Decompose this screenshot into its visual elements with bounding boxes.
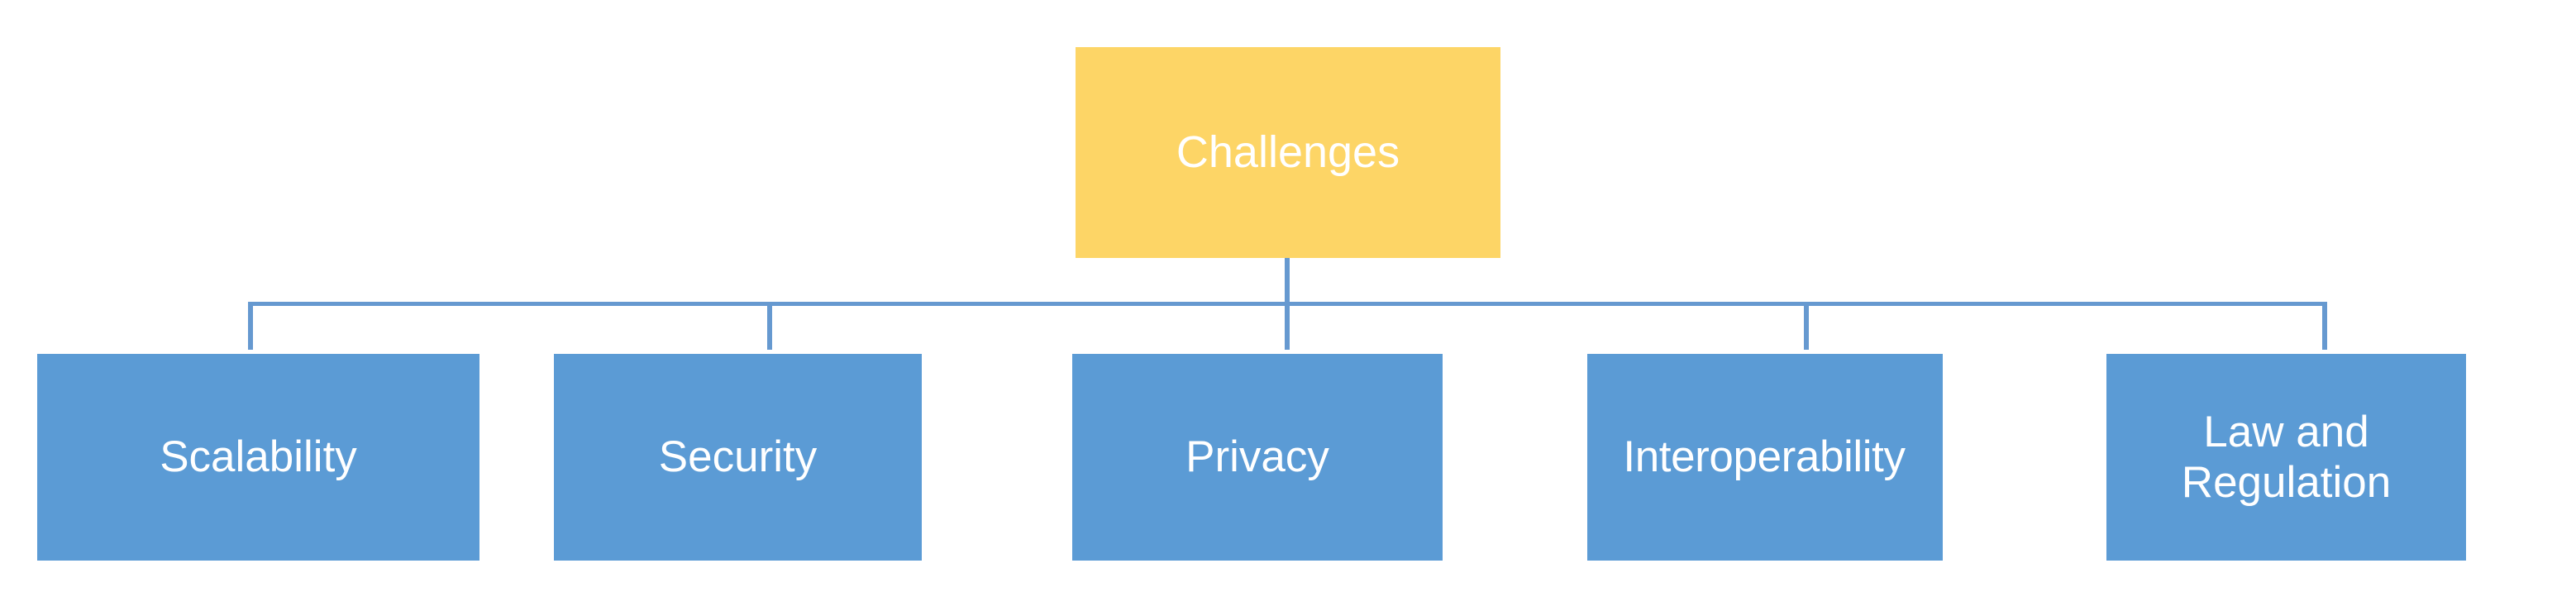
node-privacy[interactable]: Privacy [1072, 354, 1443, 561]
node-scalability-label: Scalability [160, 432, 357, 481]
connector-drop-scalability [248, 302, 253, 350]
connector-drop-privacy [1285, 302, 1290, 350]
node-challenges-label: Challenges [1176, 127, 1400, 177]
node-privacy-label: Privacy [1185, 432, 1329, 481]
connector-drop-interoperability [1804, 302, 1809, 350]
node-scalability[interactable]: Scalability [37, 354, 479, 561]
node-interoperability[interactable]: Interoperability [1587, 354, 1943, 561]
node-security-label: Security [658, 432, 818, 481]
connector-root-stem [1285, 258, 1290, 306]
connector-drop-security [767, 302, 772, 350]
connector-drop-law-and-regulation [2322, 302, 2327, 350]
node-law-and-regulation[interactable]: Law and Regulation [2106, 354, 2466, 561]
node-challenges[interactable]: Challenges [1076, 47, 1500, 258]
node-law-and-regulation-label: Law and Regulation [2181, 407, 2392, 507]
node-security[interactable]: Security [554, 354, 922, 561]
node-interoperability-label: Interoperability [1623, 432, 1906, 481]
